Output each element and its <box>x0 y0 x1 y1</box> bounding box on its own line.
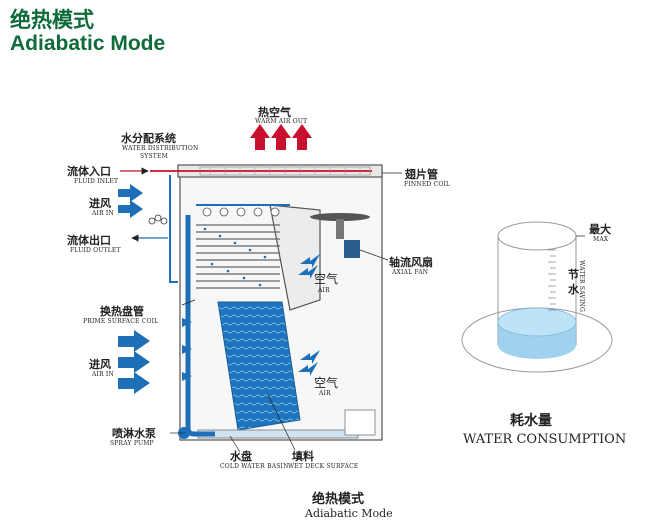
air-in-bottom-label: 进风 <box>89 358 111 371</box>
water-distribution-label: 水分配系统 <box>121 132 176 145</box>
warm-air-out-label: WARM AIR OUT <box>255 118 308 125</box>
fluid-outlet-en: FLUID OUTLET <box>70 247 121 254</box>
axial-fan-label: 轴流风扇 <box>389 256 433 269</box>
wet-deck-fill <box>217 301 301 431</box>
water-saving-zh1: 节 <box>568 268 579 281</box>
fluid-outlet-label: 流体出口 <box>67 234 111 247</box>
air-lower-label: 空气 <box>314 376 339 390</box>
bottom-caption-en: Adiabatic Mode <box>305 507 393 520</box>
water-consumption-zh: 耗水量 <box>510 413 552 429</box>
page-title-zh: 绝热模式 <box>10 8 94 32</box>
air-swirl-arrows <box>298 254 320 376</box>
air-upper-label: 空气 <box>314 272 339 286</box>
prime-surface-coil <box>196 224 280 289</box>
water-distribution-en1: WATER DISTRIBUTION <box>122 145 199 152</box>
air-in-arrows-bottom <box>118 330 150 394</box>
water-saving-en: WATER SAVING <box>578 260 585 312</box>
water-saving-zh2: 水 <box>568 283 579 296</box>
page-title-en: Adiabatic Mode <box>10 32 166 55</box>
wet-deck-label: 填料 <box>292 450 314 463</box>
max-label: 最大 <box>589 223 611 236</box>
max-en: MAX <box>593 236 609 243</box>
spray-nozzles <box>196 204 290 217</box>
finned-coil-en: FINNED COIL <box>404 181 451 188</box>
finned-coil-line <box>150 166 372 176</box>
wet-deck-en: WET DECK SURFACE <box>288 463 359 470</box>
air-upper-en: AIR <box>318 287 330 294</box>
water-consumption-en: WATER CONSUMPTION <box>463 432 627 447</box>
water-cylinder <box>461 221 613 373</box>
spray-pump-label: 喷淋水泵 <box>112 427 156 440</box>
air-lower-en: AIR <box>319 390 331 397</box>
air-in-top-en: AIR IN <box>92 210 114 217</box>
cold-water-basin-label: 水盘 <box>230 450 252 463</box>
fluid-pipes <box>169 175 178 283</box>
fluid-inlet-label: 流体入口 <box>67 165 111 178</box>
air-in-bottom-en: AIR IN <box>92 371 114 378</box>
prime-surface-coil-en: PRIME SURFACE COIL <box>83 318 159 325</box>
prime-surface-coil-label: 换热盘管 <box>100 305 144 318</box>
warm-air-arrows <box>250 124 312 150</box>
hot-air-label: 热空气 <box>258 106 291 119</box>
water-distribution-en2: SYSTEM <box>140 153 168 160</box>
cold-water-basin-en: COLD WATER BASIN <box>220 463 289 470</box>
air-in-top-label: 进风 <box>89 197 111 210</box>
spray-pump-en: SPRAY PUMP <box>110 440 154 447</box>
air-in-arrows-top <box>118 184 143 218</box>
axial-fan-en: AXIAL FAN <box>392 269 429 276</box>
axial-fan-shape <box>310 213 370 258</box>
fluid-inlet-en: FLUID INLET <box>74 178 119 185</box>
finned-coil-label: 翅片管 <box>405 168 438 181</box>
bottom-caption-zh: 绝热模式 <box>312 492 365 507</box>
air-in-small-arrows <box>182 318 192 381</box>
cold-water-basin-shape <box>197 429 359 439</box>
